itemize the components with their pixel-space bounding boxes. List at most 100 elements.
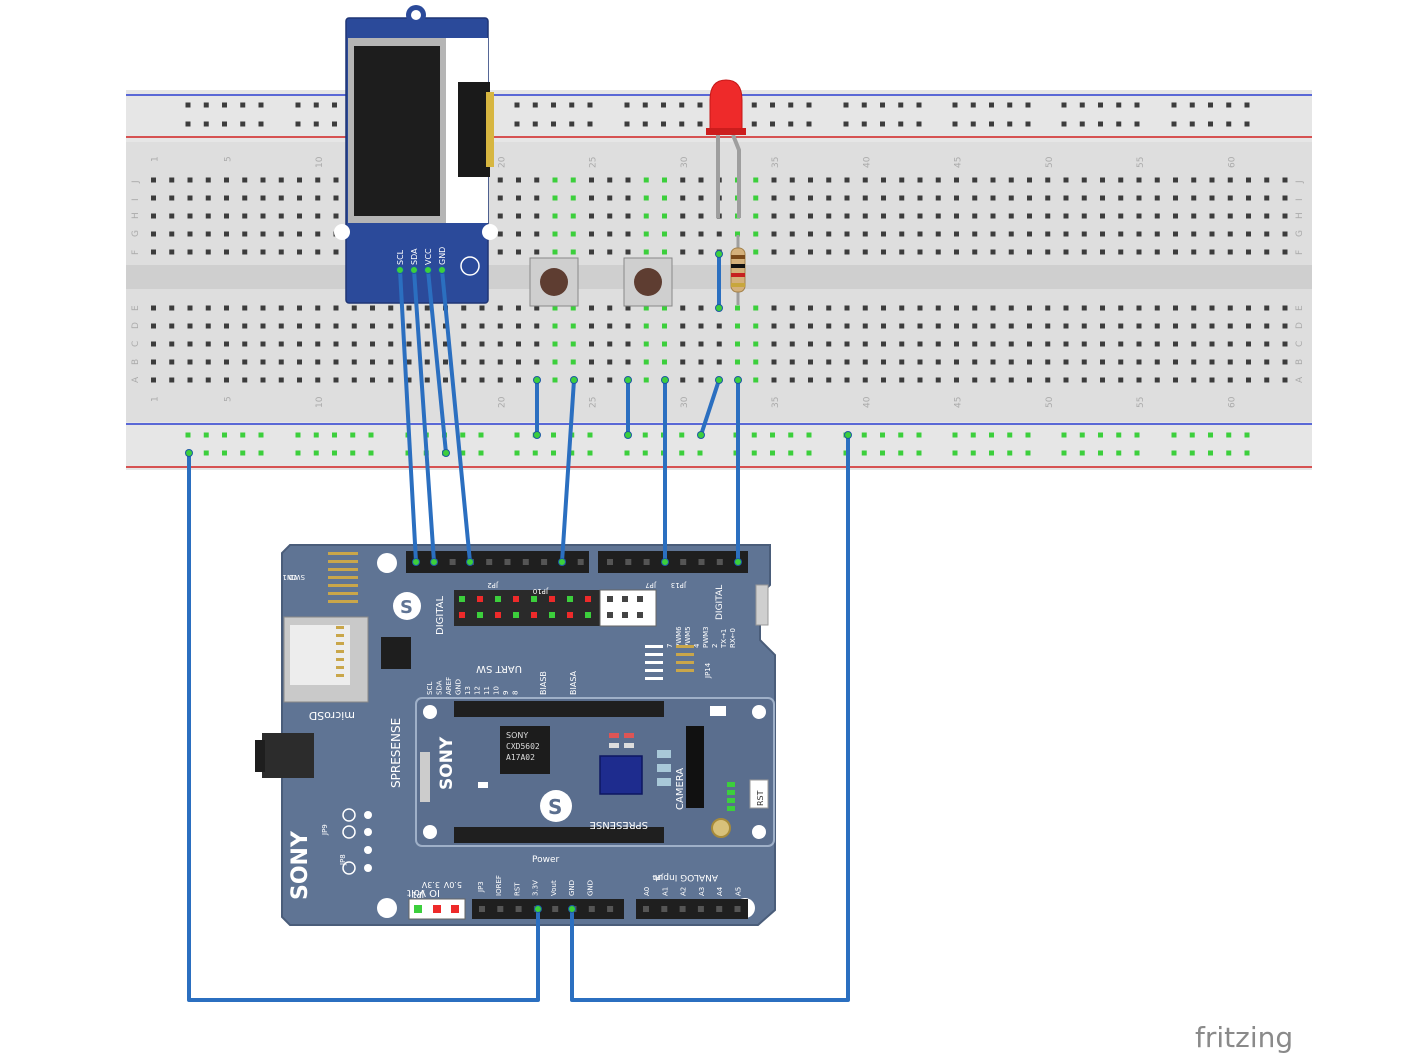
jp10-pin [637,596,643,602]
wire-btn2-signal-end [661,558,669,566]
column-number-bottom: 55 [1136,397,1146,408]
header-left-label: 8 [512,691,520,695]
column-number-bottom: 45 [954,397,964,408]
header-right-label: PWM3 [702,626,710,648]
power-header-pin [497,906,504,912]
wire-3v3-end [534,905,542,913]
jp9-label: JP9 [321,824,329,836]
row-letter-top: G [1295,230,1305,237]
analog-input-label: ANALOG Input [654,872,718,882]
io-volt-pin [414,905,422,913]
header-left-label: 9 [502,691,510,695]
wire-btn1-signal [560,378,576,564]
uart-sw-label: UART SW [476,663,522,674]
wire-btn2-signal-end [661,376,669,384]
wire-3v3 [187,451,540,1002]
header-digital-right [598,551,748,573]
volt-opt-50: 5.0V [443,880,462,889]
push-button-2[interactable] [623,257,673,307]
main-sony-label: SONY [437,736,457,790]
header-right-label: 2 [711,644,719,648]
analog-header-pin [661,906,668,912]
jp10-pin [567,596,573,602]
breadboard-labels: 1155101020202525303035354040454550505555… [131,156,1305,408]
jp10-pin [549,612,555,618]
push-button-1[interactable] [529,257,579,307]
jp10-pin [549,596,555,602]
header-left-pin [449,559,456,565]
column-number-bottom: 1 [151,396,161,402]
header-right-label: 7 [666,644,674,648]
wires [185,250,852,1002]
oled-pin-gnd: GND [438,247,447,265]
power-header-pin [479,906,485,912]
digital-label-left: DIGITAL [435,595,446,635]
analog-header-pin [679,906,686,912]
spresense-main-board: SONY CXD5602 A17A02 CAMERA SONY S SPRESE… [415,697,775,847]
header-left-label: 12 [474,686,482,695]
digital-label-right: DIGITAL [715,585,725,620]
oled-pin-vcc: VCC [424,248,433,265]
row-letter-bottom: D [131,322,141,329]
jp13-label: JP13 [671,581,687,589]
wire-led-signal-end [734,558,742,566]
sony-brand-label: SONY [288,830,313,900]
jp10-pin [513,596,519,602]
column-number-bottom: 40 [862,396,872,408]
column-number-bottom: 50 [1045,396,1055,408]
header-left-label: 10 [493,686,501,695]
column-number-top: 20 [497,156,507,168]
volt-opt-33: 3.3V [421,880,440,889]
column-number-bottom: 20 [497,396,507,408]
usb-connector [755,584,769,626]
wire-btn1-signal-end [558,558,566,566]
power-pin-label: Vout [550,880,558,896]
header-right-label: PWM6 [675,626,683,648]
header-digital-left [406,551,589,573]
svg-text:S: S [400,597,413,618]
analog-header-pin [716,906,723,912]
row-letter-top: F [131,250,141,255]
row-letter-top: J [131,180,141,184]
header-left-pin [486,559,493,565]
oled-screen [354,46,440,216]
jp10-pin [495,612,501,618]
column-number-top: 60 [1227,156,1237,168]
jp7-label: JP7 [645,581,657,589]
column-number-top: 50 [1045,156,1055,168]
column-number-top: 35 [771,157,781,168]
oled-ribbon-connector [458,82,490,177]
main-header-top [454,701,664,717]
column-number-top: 1 [151,156,161,162]
spresense-label: SPRESENSE [389,718,403,788]
rst-button[interactable] [749,779,769,809]
wire-led-jumper-end [715,250,723,258]
column-number-bottom: 10 [315,396,325,408]
main-spresense-label: SPRESENSE [590,819,648,830]
row-letter-bottom: B [1295,359,1305,365]
gnss-module [599,755,643,795]
wire-ground-end [568,905,576,913]
fritzing-watermark: fritzing [1195,1021,1293,1054]
jp10-pin [637,612,643,618]
wire-gnd [440,268,472,564]
row-letter-top: H [1295,212,1305,219]
header-left-label: AREF [445,677,453,695]
row-letter-bottom: A [1295,376,1305,383]
wire-gnd-end [438,266,446,274]
wire-btn1-gnd-end [533,431,541,439]
column-number-bottom: 30 [680,396,690,408]
row-letter-top: F [1295,250,1305,255]
chip-line-4: A17A02 [506,753,535,762]
wire-scl-end [396,266,404,274]
wire-sda-end [430,558,438,566]
column-number-top: 30 [680,156,690,168]
analog-pin-label: A2 [680,887,688,896]
wire-scl-end [412,558,420,566]
io-volt-label: IO Volt [407,887,440,898]
row-letter-bottom: B [131,359,141,365]
